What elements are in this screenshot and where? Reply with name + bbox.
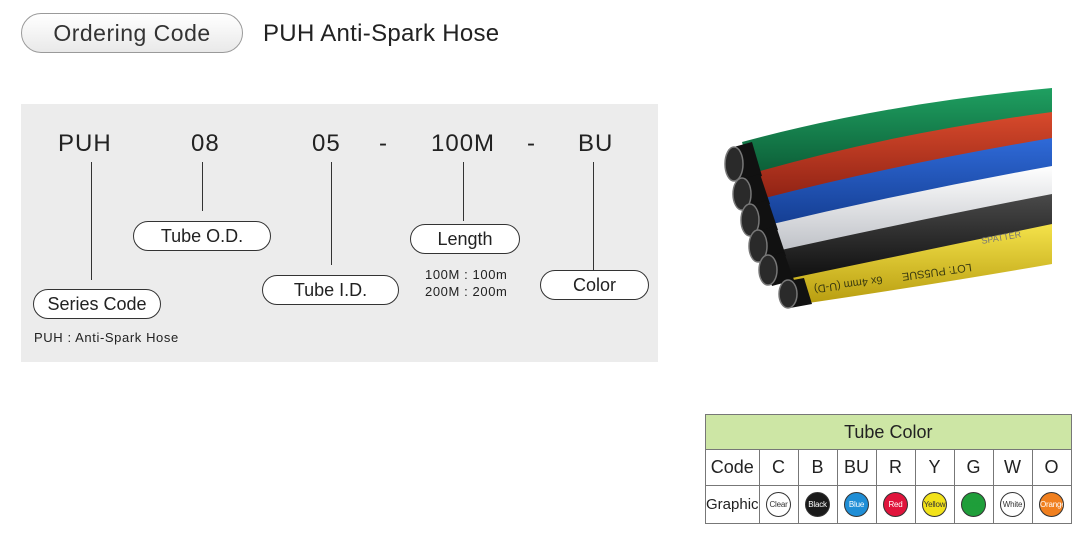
yellow-swatch: Yellow [922, 492, 948, 517]
code-cell: R [875, 449, 916, 486]
id-connector [331, 162, 332, 265]
hose-end-4 [748, 229, 768, 263]
red-swatch: Red [883, 492, 909, 517]
hose-end-2 [732, 177, 752, 211]
color-connector [593, 162, 594, 270]
series-code-label: Series Code [33, 289, 161, 319]
tube-od-label: Tube O.D. [133, 221, 271, 251]
code-dash-1: - [379, 130, 387, 157]
od-connector [202, 162, 203, 211]
white-hose [764, 166, 1052, 258]
code-dash-2: - [527, 130, 535, 157]
length-connector [463, 162, 464, 221]
ordering-code-diagram: PUH 08 05 - 100M - BU Series Code Tube O… [21, 104, 658, 362]
page-title: PUH Anti-Spark Hose [263, 20, 500, 47]
tube-color-table: Tube Color Code C B BU R Y G W O Graphic… [705, 414, 1072, 524]
green-swatch: Green [961, 492, 987, 517]
black-swatch: Black [805, 492, 831, 517]
hose-end-1 [724, 146, 744, 182]
ordering-code-pill: Ordering Code [21, 13, 243, 53]
blue-swatch: Blue [844, 492, 870, 517]
code-cell: G [953, 449, 994, 486]
code-series: PUH [58, 130, 112, 157]
code-cell: Y [914, 449, 955, 486]
tube-id-label: Tube I.D. [262, 275, 399, 305]
hose-end-5 [758, 254, 778, 286]
length-label: Length [410, 224, 520, 254]
orange-swatch: Orange [1039, 492, 1065, 517]
color-label: Color [540, 270, 649, 300]
code-length: 100M [431, 130, 496, 157]
clear-swatch: Clear [766, 492, 792, 517]
hose-end-6 [778, 279, 798, 309]
white-swatch: White [1000, 492, 1026, 517]
code-cell: BU [836, 449, 877, 486]
code-cell: W [992, 449, 1033, 486]
code-cell: C [758, 449, 799, 486]
code-id: 05 [312, 130, 341, 157]
length-note-2: 200M : 200m [425, 284, 508, 299]
series-connector [91, 162, 92, 280]
series-note: PUH : Anti-Spark Hose [34, 330, 179, 345]
yellow-hose [792, 224, 1052, 304]
code-cell: O [1031, 449, 1072, 486]
hose-end-3 [740, 203, 760, 237]
code-row-label: Code [705, 449, 760, 486]
blue-hose [757, 138, 1052, 232]
code-color: BU [578, 130, 614, 157]
graphic-row: Graphic Clear Black Blue Red Yellow Gree… [705, 485, 1072, 524]
hose-bundle-image: LOT: PU5SUE 6x 4mm (U-D) SPATTER [724, 88, 1052, 309]
tube-color-header: Tube Color [705, 414, 1072, 450]
black-hose [772, 194, 1052, 282]
code-cell: B [797, 449, 838, 486]
red-hose [750, 112, 1052, 206]
code-row: Code C B BU R Y G W O [705, 449, 1072, 486]
graphic-row-label: Graphic [705, 485, 760, 524]
code-od: 08 [191, 130, 220, 157]
length-note-1: 100M : 100m [425, 267, 508, 282]
